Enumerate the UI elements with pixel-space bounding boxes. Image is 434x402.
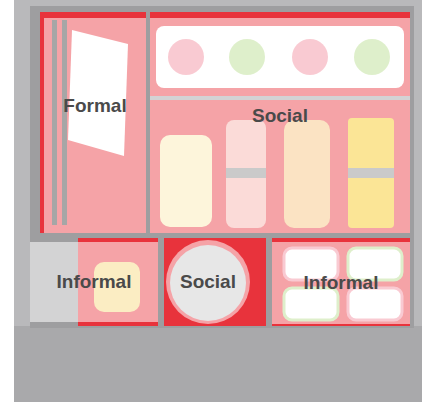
compartment	[40, 12, 146, 233]
circle-fill	[166, 240, 250, 324]
category-label: Social	[252, 105, 308, 127]
category-label: Informal	[304, 272, 379, 294]
compartment	[164, 238, 266, 326]
category-label: Formal	[63, 95, 126, 117]
category-box: Informal	[30, 242, 158, 322]
category-label: Informal	[57, 271, 132, 293]
box-front	[14, 326, 422, 402]
category-box: Informal	[272, 242, 410, 324]
box-top	[14, 0, 422, 326]
compartment	[272, 238, 410, 326]
category-box: Formal	[44, 18, 146, 233]
box-inner	[30, 6, 414, 328]
category-box: Social	[150, 18, 410, 233]
category-label: Social	[180, 271, 236, 293]
category-circle: Social	[166, 240, 250, 324]
